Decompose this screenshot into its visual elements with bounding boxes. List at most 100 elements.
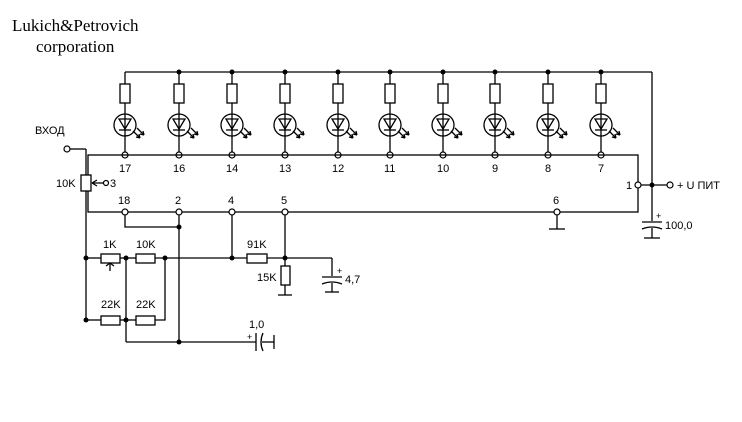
resistor-10k-label: 10K <box>136 239 156 251</box>
resistor-22k-a <box>100 315 121 326</box>
led-light-arrow <box>450 130 459 139</box>
led-light-arrow <box>401 127 410 136</box>
led-light-arrow <box>612 127 621 136</box>
pin-4-junction <box>229 255 235 261</box>
ic-pin-4-label: 4 <box>228 195 234 207</box>
supply-terminal <box>666 181 674 189</box>
led-channel <box>378 69 410 159</box>
company-name: Lukich&Petrovich <box>12 16 139 35</box>
led-light-arrow <box>132 130 141 139</box>
resistor-91k-label: 91K <box>247 239 267 251</box>
supply-label: + U ПИТ <box>677 180 720 192</box>
led-light-arrow <box>608 130 617 139</box>
led-channel <box>536 69 568 159</box>
ic-pin-18 <box>121 208 129 216</box>
ic-pin-3-label: 3 <box>110 178 116 190</box>
ic-pin-4 <box>228 208 236 216</box>
ic-pin-18-label: 18 <box>118 195 130 207</box>
ic-top-pin-label: 12 <box>332 163 344 175</box>
ic-top-pin-label: 9 <box>492 163 498 175</box>
bottom-junction <box>176 339 182 345</box>
ic-top-pin-label: 7 <box>598 163 604 175</box>
led-channel <box>483 69 515 159</box>
resistor-10k <box>135 253 156 264</box>
led-light-arrow <box>506 127 515 136</box>
r22k-top-junction <box>162 255 168 261</box>
resistor <box>332 83 344 104</box>
led-channel <box>113 72 145 159</box>
led-light-arrow <box>136 127 145 136</box>
cap-1-0-label: 1,0 <box>249 319 264 331</box>
resistor <box>226 83 238 104</box>
resistor-1k <box>100 253 121 264</box>
ic-pin-3 <box>102 179 110 187</box>
company-subtitle: corporation <box>36 37 115 56</box>
pin-5-junction <box>282 255 288 261</box>
resistor <box>489 83 501 104</box>
cap-100-plate-bottom <box>641 226 663 230</box>
pot-junction-upper <box>83 255 89 261</box>
pin-2-junction <box>176 224 182 230</box>
ic-pin-2-label: 2 <box>175 195 181 207</box>
resistor <box>279 83 291 104</box>
cap-1-0-plate-right <box>260 332 264 352</box>
ic-top-pin-label: 8 <box>545 163 551 175</box>
cap-4-7-label: 4,7 <box>345 274 360 286</box>
led-channel <box>431 69 463 159</box>
resistor-22k-a-label: 22K <box>101 299 121 311</box>
resistor <box>173 83 185 104</box>
ic-top-pin-label: 16 <box>173 163 185 175</box>
resistor <box>595 83 607 104</box>
ic-bottom-pins: 18 2 4 5 6 <box>118 195 561 216</box>
pot-10k-label: 10K <box>56 178 76 190</box>
r1k-wiper-arrow <box>105 262 115 267</box>
cap-4-7-plus: + <box>337 266 342 276</box>
led-light-arrow <box>502 130 511 139</box>
led-light-arrow <box>559 127 568 136</box>
ic-pin-6-label: 6 <box>553 195 559 207</box>
led-light-arrow <box>397 130 406 139</box>
led-light-arrow <box>186 130 195 139</box>
led-light-arrow <box>345 130 354 139</box>
led-channel <box>167 69 199 159</box>
ic-top-pin-label: 14 <box>226 163 238 175</box>
resistor-91k <box>246 253 268 264</box>
cap-100-plus: + <box>656 211 661 221</box>
led-light-arrow <box>454 127 463 136</box>
led-light-arrow <box>555 130 564 139</box>
ic-top-pin-label: 10 <box>437 163 449 175</box>
input-terminal <box>63 145 71 153</box>
ic-pin-2 <box>175 208 183 216</box>
ic-pin-5-label: 5 <box>281 195 287 207</box>
led-light-arrow <box>190 127 199 136</box>
resistor-22k-b <box>135 315 156 326</box>
led-channel <box>273 69 305 159</box>
cap-100-label: 100,0 <box>665 220 693 232</box>
ic-top-pin-label: 13 <box>279 163 291 175</box>
ic-top-pin-label: 17 <box>119 163 131 175</box>
pot-wiper-arrow <box>91 179 99 187</box>
resistor <box>119 83 131 104</box>
ic-pin-6 <box>553 208 561 216</box>
ic-pin-1-label: 1 <box>626 180 632 192</box>
r22k-right-wire <box>155 258 166 321</box>
resistor-15k <box>280 265 291 286</box>
led-light-arrow <box>239 130 248 139</box>
pot-junction-lower <box>83 317 89 323</box>
resistor <box>437 83 449 104</box>
resistor-15k-label: 15K <box>257 272 277 284</box>
resistor <box>542 83 554 104</box>
pin-18-wire <box>124 215 179 228</box>
resistor-22k-b-label: 22K <box>136 299 156 311</box>
ic-top-pin-label: 11 <box>384 163 395 175</box>
mid-junction-lower <box>123 317 129 323</box>
ic-top-pin-labels: 17 16 14 13 12 11 10 9 8 7 <box>119 163 604 175</box>
led-channel <box>326 69 358 159</box>
resistor <box>384 83 396 104</box>
led-channel <box>589 69 621 159</box>
resistor-1k-label: 1K <box>103 239 117 251</box>
led-light-arrow <box>243 127 252 136</box>
cap-1-0-plus: + <box>247 332 252 342</box>
